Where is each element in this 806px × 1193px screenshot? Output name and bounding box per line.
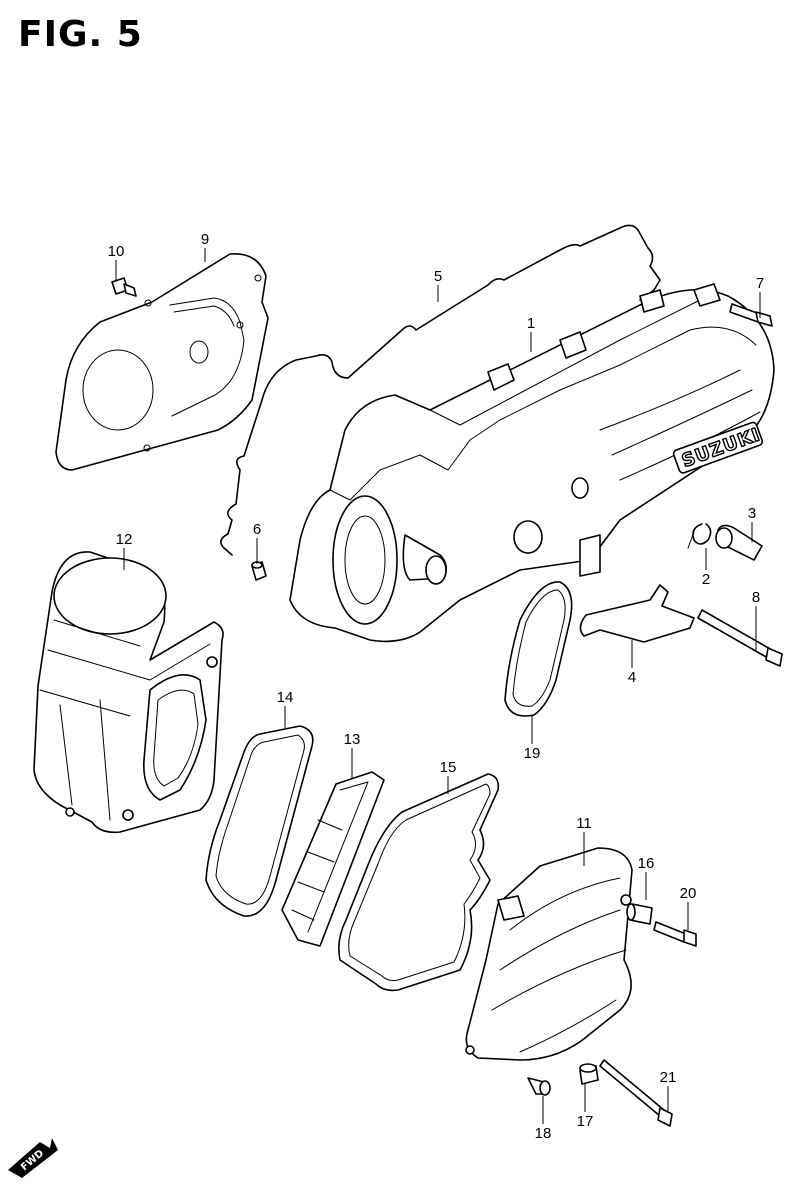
callout-12: 12 bbox=[116, 531, 133, 548]
part-3-plug bbox=[715, 524, 763, 561]
callout-9: 9 bbox=[201, 231, 209, 248]
part-21-bolt bbox=[599, 1059, 673, 1127]
callout-13: 13 bbox=[344, 731, 361, 748]
callout-18: 18 bbox=[535, 1125, 552, 1142]
part-18-screw bbox=[527, 1077, 551, 1096]
callout-11: 11 bbox=[576, 815, 592, 832]
part-11-outer-cover bbox=[465, 847, 633, 1061]
callout-6: 6 bbox=[253, 521, 261, 538]
part-7-bolt bbox=[729, 303, 773, 327]
callout-15: 15 bbox=[440, 759, 457, 776]
part-6-dowel bbox=[251, 561, 267, 581]
callout-17: 17 bbox=[577, 1113, 594, 1130]
callout-labels: 1 2 3 4 5 6 7 8 9 10 11 12 13 14 15 16 1… bbox=[108, 231, 765, 1142]
part-12-duct-cover bbox=[33, 551, 224, 834]
part-16-collar bbox=[626, 903, 653, 925]
callout-8: 8 bbox=[752, 589, 760, 606]
part-13-filter-frame bbox=[281, 771, 385, 947]
callout-14: 14 bbox=[277, 689, 294, 706]
callout-10: 10 bbox=[108, 243, 125, 260]
figure-title: FIG. 5 bbox=[18, 14, 143, 55]
part-2-clamp bbox=[687, 523, 712, 549]
callout-1: 1 bbox=[527, 315, 535, 332]
part-15-gasket bbox=[338, 773, 500, 992]
part-20-bolt bbox=[653, 921, 697, 947]
part-8-bolt bbox=[697, 609, 783, 667]
callout-16: 16 bbox=[638, 855, 655, 872]
callout-19: 19 bbox=[524, 745, 541, 762]
callout-3: 3 bbox=[748, 505, 756, 522]
part-14-filter-element bbox=[205, 725, 314, 917]
part-19-seal-ring bbox=[504, 581, 573, 717]
part-5-gasket bbox=[220, 224, 661, 556]
callout-20: 20 bbox=[680, 885, 697, 902]
part-9-plate bbox=[55, 253, 269, 471]
callout-21: 21 bbox=[660, 1069, 677, 1086]
callout-2: 2 bbox=[702, 571, 710, 588]
callout-5: 5 bbox=[434, 268, 442, 285]
fwd-direction-marker: FWD bbox=[8, 1138, 58, 1178]
part-10-bolt bbox=[111, 277, 137, 297]
leader-lines bbox=[115, 248, 761, 1124]
part-4-bracket bbox=[579, 584, 695, 643]
callout-4: 4 bbox=[628, 669, 636, 686]
part-1-crankcase-cover: SUZUKI bbox=[289, 283, 775, 643]
callout-7: 7 bbox=[756, 275, 764, 292]
part-17-collar bbox=[579, 1063, 599, 1085]
